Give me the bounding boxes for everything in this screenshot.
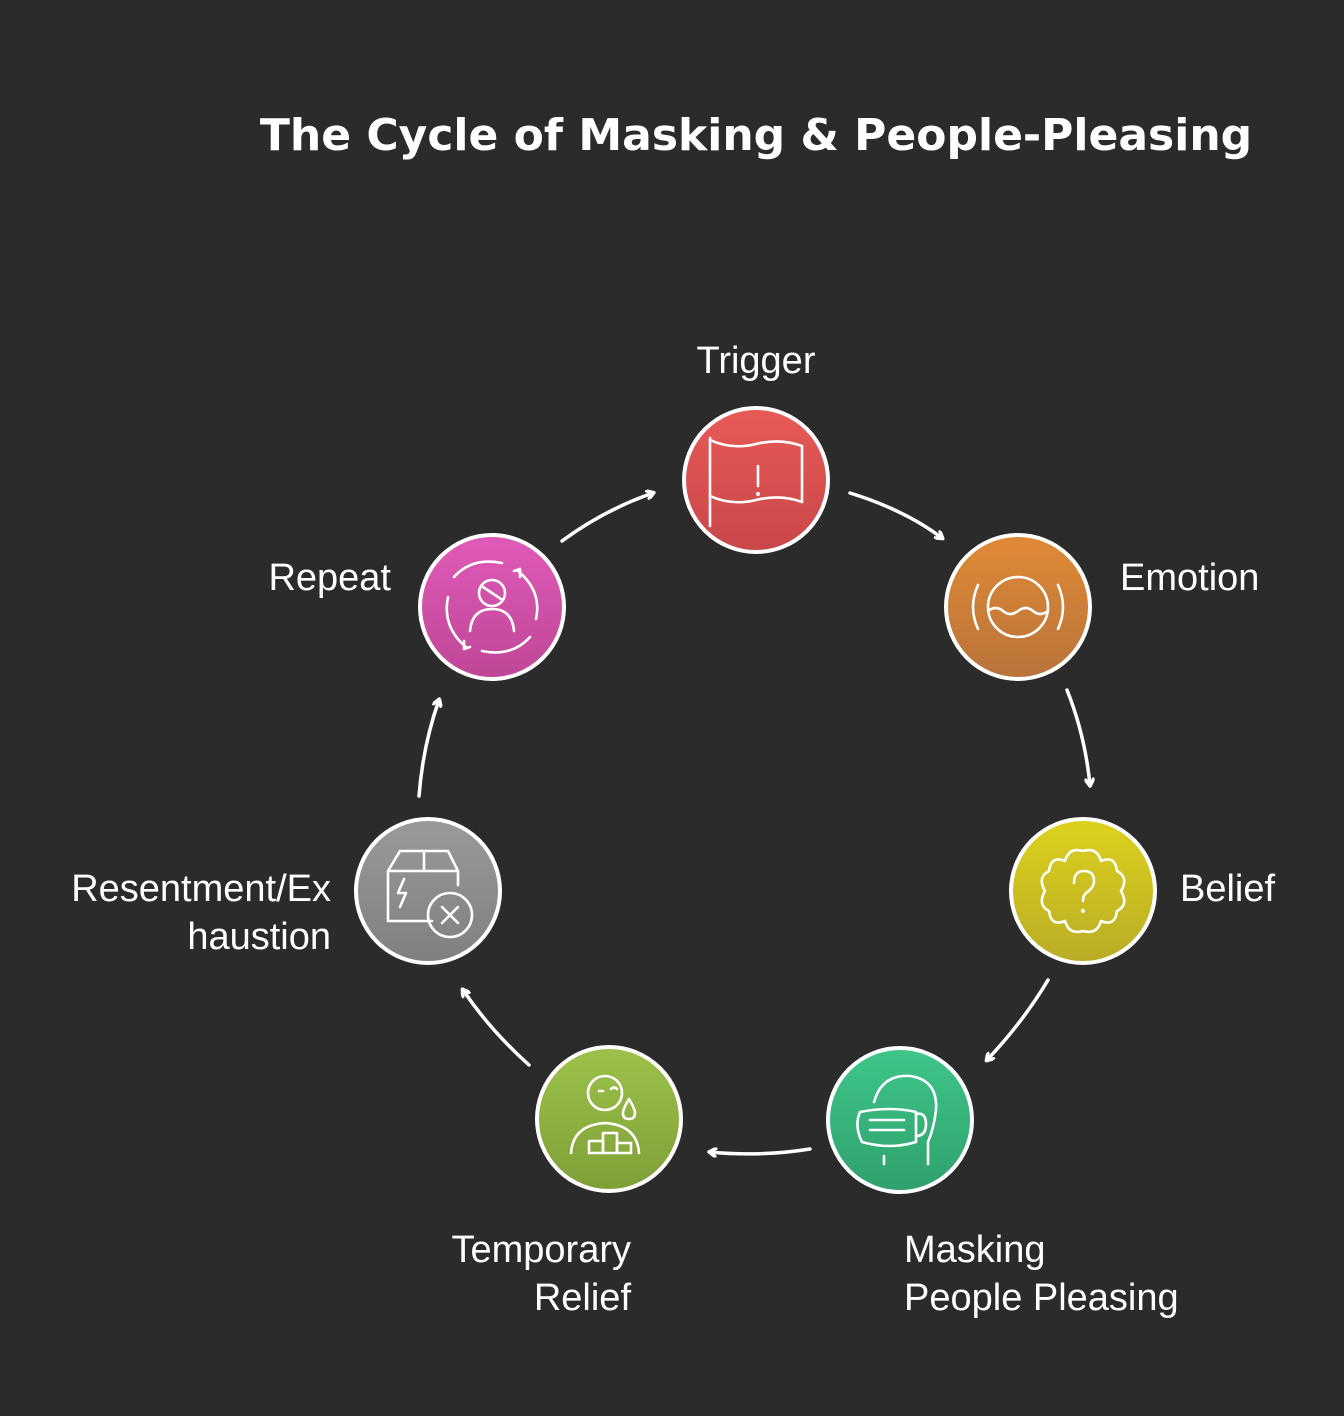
relief-label-line2: Relief — [534, 1277, 632, 1319]
person-tear-icon — [569, 1074, 641, 1155]
node-masking: Masking People Pleasing — [826, 1046, 1179, 1319]
broken-box-icon — [386, 849, 474, 939]
masking-label-line1: Masking — [904, 1229, 1046, 1271]
arrow-belief-to-masking — [987, 978, 1050, 1060]
trigger-circle — [682, 406, 830, 554]
relief-circle — [535, 1045, 683, 1193]
arrow-resentment-to-repeat — [417, 700, 439, 798]
trigger-label: Trigger — [697, 340, 816, 382]
belief-label: Belief — [1180, 868, 1275, 910]
node-resentment: Resentment/Ex haustion — [71, 817, 502, 965]
node-belief: Belief — [1009, 817, 1275, 965]
arrow-emotion-to-belief — [1065, 688, 1090, 785]
question-cloud-icon — [1040, 848, 1126, 934]
node-emotion: Emotion — [944, 533, 1259, 681]
resentment-circle — [354, 817, 502, 965]
arrow-repeat-to-trigger — [560, 493, 653, 543]
face-mask-icon — [856, 1074, 938, 1166]
cycle-arrows — [417, 491, 1090, 1154]
emotion-circle — [944, 533, 1092, 681]
node-trigger: Trigger — [682, 340, 830, 554]
repeat-label: Repeat — [268, 557, 391, 599]
resentment-label-line2: haustion — [187, 916, 331, 958]
diagram-title: The Cycle of Masking & People-Pleasing — [260, 110, 1252, 161]
arrow-trigger-to-emotion — [848, 491, 942, 538]
person-cycle-icon — [445, 560, 539, 654]
belief-circle — [1009, 817, 1157, 965]
relief-label-line1: Temporary — [452, 1229, 632, 1271]
flag-exclamation-icon — [708, 436, 804, 528]
arrow-masking-to-relief — [710, 1149, 812, 1154]
emotion-label: Emotion — [1120, 557, 1259, 599]
resentment-label-line1: Resentment/Ex — [71, 868, 331, 910]
arrow-relief-to-resentment — [463, 990, 531, 1067]
node-relief: Temporary Relief — [452, 1045, 683, 1319]
masking-label-line2: People Pleasing — [904, 1277, 1179, 1319]
node-repeat: Repeat — [268, 533, 566, 681]
water-level-icon — [971, 575, 1065, 639]
